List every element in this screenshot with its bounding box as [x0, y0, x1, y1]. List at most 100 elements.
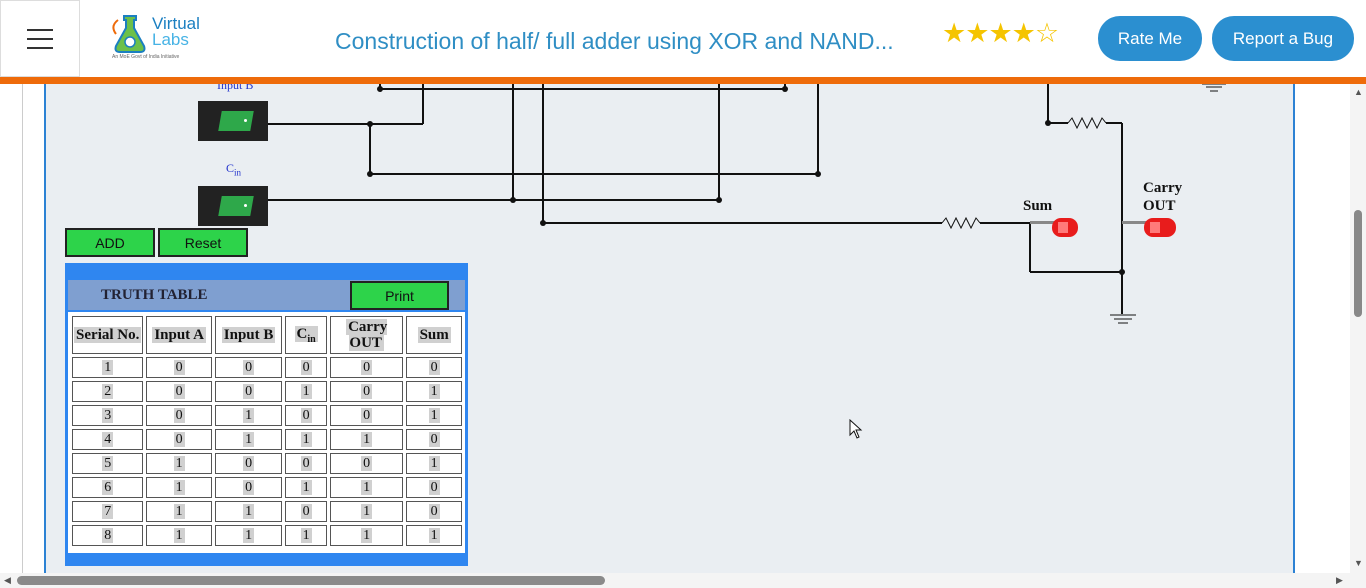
- print-button[interactable]: Print: [350, 281, 449, 310]
- simulation-area: Sum Carry OUT Input B Cin ADD Reset TRUT…: [0, 84, 1350, 573]
- col-header-input-b: Input B: [214, 316, 283, 354]
- table-cell: 0: [406, 357, 462, 378]
- virtual-labs-logo[interactable]: Virtual Labs An MoE Govt of India Initia…: [108, 10, 208, 66]
- star-filled-icon[interactable]: ★: [942, 18, 966, 48]
- table-cell: 8: [72, 525, 144, 546]
- scroll-right-icon[interactable]: ▶: [1336, 575, 1343, 585]
- table-cell: 4: [72, 429, 144, 450]
- truth-table-header: TRUTH TABLE Print: [68, 280, 465, 310]
- logo-tagline: An MoE Govt of India Initiative: [112, 54, 180, 60]
- table-cell: 1: [329, 429, 404, 450]
- circuit-diagram: Sum Carry OUT: [268, 84, 1226, 324]
- input-b-label: Input B: [217, 84, 254, 92]
- add-button[interactable]: ADD: [65, 228, 155, 257]
- vertical-scrollbar[interactable]: ▲ ▼: [1350, 84, 1366, 573]
- star-filled-icon[interactable]: ★: [988, 18, 1012, 48]
- cin-label: Cin: [226, 161, 242, 178]
- table-cell: 0: [214, 453, 283, 474]
- table-cell: 0: [329, 381, 404, 402]
- table-cell: 1: [285, 381, 327, 402]
- table-cell: 7: [72, 501, 144, 522]
- table-cell: 0: [285, 453, 327, 474]
- input-b-switch[interactable]: [198, 101, 268, 141]
- col-header-cin: Cin: [285, 316, 327, 354]
- table-cell: 0: [214, 477, 283, 498]
- mouse-cursor-icon: [849, 419, 863, 439]
- scroll-up-icon[interactable]: ▲: [1354, 87, 1363, 97]
- header-bar: Virtual Labs An MoE Govt of India Initia…: [0, 0, 1366, 78]
- table-cell: 0: [285, 357, 327, 378]
- reset-button[interactable]: Reset: [158, 228, 248, 257]
- flask-icon: [112, 15, 146, 53]
- horizontal-scrollbar[interactable]: ◀ ▶: [0, 573, 1350, 588]
- table-cell: 0: [285, 405, 327, 426]
- table-cell: 0: [146, 381, 212, 402]
- table-cell: 1: [285, 477, 327, 498]
- table-cell: 1: [146, 477, 212, 498]
- table-cell: 1: [285, 525, 327, 546]
- report-bug-button[interactable]: Report a Bug: [1212, 16, 1354, 61]
- table-cell: 0: [406, 501, 462, 522]
- sum-led-icon: [1030, 218, 1078, 237]
- table-cell: 0: [214, 357, 283, 378]
- page-title: Construction of half/ full adder using X…: [335, 28, 894, 54]
- rate-me-button[interactable]: Rate Me: [1098, 16, 1202, 61]
- table-cell: 0: [406, 429, 462, 450]
- table-cell: 3: [72, 405, 144, 426]
- table-cell: 1: [329, 501, 404, 522]
- logo-word-labs: Labs: [152, 30, 189, 49]
- rating-stars[interactable]: ★★★★☆: [942, 18, 1059, 49]
- table-cell: 1: [285, 429, 327, 450]
- sum-output-label: Sum: [1023, 198, 1053, 214]
- scrollbar-corner: [1350, 573, 1366, 588]
- carry-led-icon: [1122, 218, 1176, 237]
- table-cell: 0: [329, 453, 404, 474]
- table-cell: 0: [285, 501, 327, 522]
- gutter-line: [22, 84, 23, 573]
- truth-table-body: Serial No. Input A Input B Cin Carry OUT…: [68, 312, 465, 553]
- vertical-scroll-thumb[interactable]: [1354, 210, 1362, 317]
- table-cell: 1: [214, 501, 283, 522]
- scroll-left-icon[interactable]: ◀: [4, 575, 11, 585]
- table-cell: 1: [406, 525, 462, 546]
- table-cell: 1: [214, 429, 283, 450]
- star-filled-icon[interactable]: ★: [965, 18, 989, 48]
- col-header-input-a: Input A: [146, 316, 212, 354]
- table-cell: 0: [329, 357, 404, 378]
- table-cell: 1: [214, 525, 283, 546]
- table-cell: 6: [72, 477, 144, 498]
- hamburger-menu-icon[interactable]: [0, 0, 80, 77]
- table-cell: 1: [406, 405, 462, 426]
- table-cell: 1: [146, 453, 212, 474]
- carry-output-label-1: Carry: [1143, 180, 1183, 196]
- col-header-serial: Serial No.: [72, 316, 144, 354]
- truth-table-panel: TRUTH TABLE Print Serial No. Input A Inp…: [65, 263, 468, 566]
- logo-word-virtual: Virtual: [152, 14, 200, 33]
- table-cell: 0: [406, 477, 462, 498]
- table-cell: 1: [214, 405, 283, 426]
- col-header-sum: Sum: [406, 316, 462, 354]
- table-cell: 1: [406, 453, 462, 474]
- col-header-carry-out: Carry OUT: [329, 316, 404, 354]
- table-cell: 0: [146, 405, 212, 426]
- scroll-down-icon[interactable]: ▼: [1354, 558, 1363, 568]
- carry-output-label-2: OUT: [1143, 198, 1176, 214]
- table-cell: 1: [406, 381, 462, 402]
- star-filled-icon[interactable]: ★: [1011, 18, 1036, 48]
- star-empty-icon[interactable]: ☆: [1034, 18, 1059, 48]
- truth-table: Serial No. Input A Input B Cin Carry OUT…: [69, 313, 465, 549]
- table-cell: 0: [329, 405, 404, 426]
- table-cell: 2: [72, 381, 144, 402]
- cin-switch[interactable]: [198, 186, 268, 226]
- truth-table-title: TRUTH TABLE: [101, 287, 208, 303]
- horizontal-scroll-thumb[interactable]: [17, 576, 605, 585]
- table-cell: 1: [72, 357, 144, 378]
- table-cell: 0: [214, 381, 283, 402]
